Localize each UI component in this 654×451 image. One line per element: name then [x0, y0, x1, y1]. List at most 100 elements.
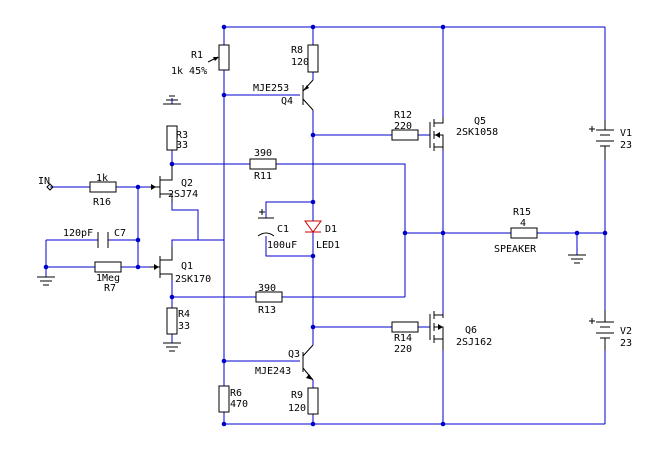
transistor-q6: [429, 311, 444, 350]
label-r8-value: 120: [291, 57, 309, 68]
label-r8-ref: R8: [291, 45, 303, 56]
resistor-r6: [218, 385, 230, 413]
junction-dot: [221, 421, 227, 427]
junction-dot: [574, 230, 580, 236]
label-v1-ref: V1: [620, 128, 632, 139]
label-q4-ref: Q4: [281, 96, 293, 107]
label-r12-value: 220: [394, 121, 412, 132]
junction-dot: [602, 230, 608, 236]
junction-dot: [310, 253, 316, 259]
r1-wiper-arrowhead: [213, 57, 219, 61]
junction-dot: [135, 264, 141, 270]
capacitor-c1: [257, 209, 275, 237]
label-r1-ref: R1: [191, 50, 203, 61]
label-r16-ref: R16: [93, 197, 111, 208]
label-r7-value: 1Meg: [96, 273, 120, 284]
label-r9-value: 120: [288, 403, 306, 414]
label-c7-ref: C7: [114, 228, 126, 239]
label-r6-value: 470: [230, 399, 248, 410]
resistor-r3: [166, 125, 178, 151]
ground-symbol: [163, 342, 181, 352]
label-c1-ref: C1: [277, 224, 289, 235]
label-d1-ref: D1: [325, 224, 337, 235]
label-r6-ref: R6: [230, 388, 242, 399]
resistor-r1: [218, 44, 230, 71]
capacitor-c7: [97, 232, 109, 248]
input-terminal: [46, 183, 54, 191]
label-q2-ref: Q2: [181, 178, 193, 189]
label-q2-part: 2SJ74: [168, 189, 198, 200]
resistor-r4: [166, 307, 178, 335]
label-r16-value: 1k: [96, 173, 108, 184]
transistor-q5: [429, 117, 444, 151]
label-r13-ref: R13: [258, 305, 276, 316]
led-d1: [304, 220, 322, 233]
resistor-r12: [391, 129, 419, 141]
resistor-r14: [391, 321, 419, 333]
label-r11-value: 390: [254, 148, 272, 159]
label-r14-ref: R14: [394, 333, 412, 344]
junction-dot: [135, 184, 141, 190]
label-r3-ref: R3: [176, 130, 188, 141]
battery-v1: [589, 120, 614, 160]
transistor-q4: [302, 79, 314, 111]
battery-v2: [589, 310, 614, 350]
label-r15-value: 4: [520, 218, 526, 229]
resistor-r16: [89, 181, 117, 193]
junction-dot: [169, 161, 175, 167]
label-q6-part: 2SJ162: [456, 337, 492, 348]
resistor-r8: [307, 44, 319, 73]
label-r9-ref: R9: [291, 390, 303, 401]
label-q5-part: 2SK1058: [456, 127, 498, 138]
label-r11-ref: R11: [254, 171, 272, 182]
junction-dot: [440, 230, 446, 236]
transistor-q1: [150, 247, 173, 280]
junction-dot: [440, 421, 446, 427]
label-r12-ref: R12: [394, 110, 412, 121]
junction-dot: [310, 132, 316, 138]
resistor-r11: [249, 158, 277, 170]
label-r14-value: 220: [394, 344, 412, 355]
resistor-r7: [94, 261, 122, 273]
ground-symbol: [163, 95, 181, 105]
label-v1-value: 23: [620, 140, 632, 151]
label-r4-value: 33: [178, 321, 190, 332]
label-v2-ref: V2: [620, 326, 632, 337]
label-r13-value: 390: [258, 283, 276, 294]
label-q1-ref: Q1: [181, 261, 193, 272]
label-q6-ref: Q6: [465, 325, 477, 336]
labels: R1 1k 45% R8 120 MJE253 Q4 R12 220 Q5 2S…: [38, 45, 632, 414]
transistor-q3: [302, 344, 314, 381]
ground-symbol: [37, 276, 55, 286]
label-speaker: SPEAKER: [494, 244, 537, 255]
junction-dot: [135, 237, 141, 243]
label-v2-value: 23: [620, 338, 632, 349]
junction-dot: [310, 24, 316, 30]
junction-dot: [43, 264, 49, 270]
junctions: [43, 24, 608, 427]
label-r15-ref: R15: [513, 207, 531, 218]
junction-dot: [221, 92, 227, 98]
ground-symbol: [568, 254, 586, 264]
label-q3-ref: Q3: [288, 349, 300, 360]
label-c1-value: 100uF: [267, 240, 297, 251]
label-r1-value: 1k 45%: [171, 66, 207, 77]
label-q1-part: 2SK170: [175, 274, 211, 285]
junction-dot: [221, 24, 227, 30]
label-q4-part: MJE253: [253, 83, 289, 94]
label-r4-ref: R4: [178, 309, 190, 320]
junction-dot: [310, 421, 316, 427]
label-q3-part: MJE243: [255, 366, 291, 377]
label-c7-value: 120pF: [63, 228, 93, 239]
junction-dot: [402, 230, 408, 236]
label-r7-ref: R7: [104, 283, 116, 294]
junction-dot: [440, 24, 446, 30]
resistor-r15: [510, 227, 538, 239]
junction-dot: [169, 294, 175, 300]
junction-dot: [221, 358, 227, 364]
label-r3-value: 33: [176, 140, 188, 151]
transistor-q2: [150, 165, 173, 202]
resistor-r13: [255, 291, 283, 303]
label-q5-ref: Q5: [474, 116, 486, 127]
